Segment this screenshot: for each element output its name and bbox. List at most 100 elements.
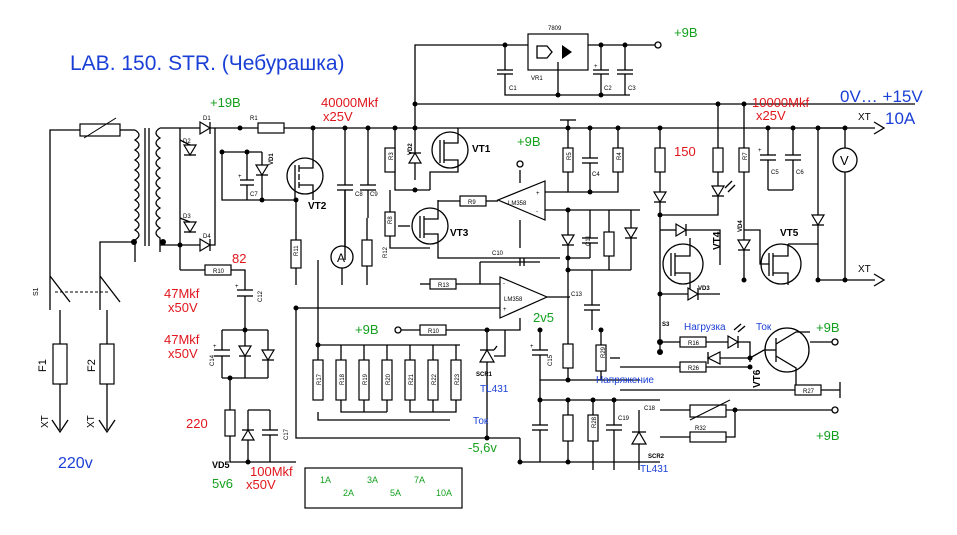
range-2a[interactable]: 2A: [343, 488, 354, 498]
c12-label: C12: [258, 290, 264, 302]
vt6-label: VT6: [752, 369, 763, 388]
cap-40000-voltage: x25V: [323, 109, 353, 124]
vd3-label: VD3: [698, 286, 710, 292]
resistor-r1: [257, 122, 285, 134]
junction-dots: [177, 42, 848, 465]
r27-label: R27: [803, 389, 815, 395]
vt2-label: VT2: [308, 201, 327, 212]
resistor-r12: [361, 239, 373, 267]
svg-text:D4: D4: [203, 234, 211, 240]
resistor-r31: [689, 431, 727, 443]
c6-label: C6: [796, 170, 804, 176]
vd1-zener: VD1: [222, 151, 275, 200]
vt3-label: VT3: [450, 228, 469, 239]
r10-label: R10: [213, 269, 225, 275]
c1-label: C1: [509, 86, 517, 92]
s3-label: S3: [662, 322, 670, 328]
scr2-label: SCR2: [648, 454, 665, 460]
res-150-value: 150: [674, 144, 696, 159]
transistor-vt4: VT4: [662, 231, 723, 290]
range-selector[interactable]: 1A 3A 7A 2A 5A 10A: [304, 467, 463, 509]
tl431-1-label: TL431: [480, 384, 509, 395]
cap-100-voltage: x50V: [246, 477, 276, 492]
svg-text:D1: D1: [203, 116, 211, 122]
c5-label: C5: [771, 170, 779, 176]
vt1-label: VT1: [472, 144, 491, 155]
resistor-r220: [224, 409, 236, 437]
output-current: 10A: [885, 109, 916, 128]
transistor-vt1: VT1: [429, 128, 491, 190]
r4-label: R4: [617, 152, 623, 160]
shunt-r20: R20: [386, 373, 392, 385]
range-3a[interactable]: 3A: [367, 475, 378, 485]
svg-text:-: -: [503, 281, 505, 287]
capacitor-c8: C8: [337, 128, 363, 260]
c9-label: C9: [370, 192, 378, 198]
capacitor-c7: + C7: [238, 152, 258, 200]
regulator-label: 7809: [548, 26, 562, 32]
transistor-vt5: VT5: [760, 228, 802, 285]
rail-9v-left: +9B: [355, 322, 379, 337]
vt4-label: VT4: [712, 231, 723, 250]
range-7a[interactable]: 7A: [414, 475, 425, 485]
c11-label: C11: [586, 235, 592, 246]
fuse-f1-label: F1: [37, 359, 49, 372]
transistor-vt3: VT3: [411, 200, 469, 250]
range-1a[interactable]: 1A: [320, 475, 331, 485]
svg-text:D3: D3: [183, 214, 191, 220]
capacitor-c4: C4: [582, 128, 600, 192]
vt5-label: VT5: [780, 228, 799, 239]
fuse-f2: [99, 343, 115, 385]
c10-label: C10: [492, 251, 504, 257]
vd4-label: VD4: [738, 220, 744, 232]
r5-label: R5: [567, 152, 573, 160]
shunt-r18: R18: [340, 373, 346, 385]
range-5a[interactable]: 5A: [390, 488, 401, 498]
tl431-2-label: TL431: [640, 464, 669, 475]
r12-label: R12: [383, 246, 389, 258]
capacitor-c15: + C15: [530, 344, 554, 366]
capacitor-c11: C11: [582, 210, 598, 258]
svg-text:+: +: [594, 64, 598, 70]
mains-input: S1 F1 F2 XT XT 220v: [33, 117, 135, 472]
r29-label: R29: [601, 346, 607, 358]
label-tok: Ток: [473, 416, 489, 427]
xt-mains-2: XT: [86, 415, 97, 428]
r13-label: R13: [438, 283, 450, 289]
r10b-label: R10: [428, 329, 440, 335]
vr1-label: VR1: [531, 76, 543, 82]
cap-100-value: 100Mkf: [250, 464, 293, 479]
scr1-label: SCR1: [476, 372, 493, 378]
r26-label: R26: [688, 366, 700, 372]
shunt-bank: R17 R18 R19 R20 R21 R22 R23: [312, 359, 462, 401]
rail-9v-mid: +9B: [517, 134, 541, 149]
ammeter-label: A: [337, 251, 345, 265]
c18-label: C18: [644, 406, 656, 412]
cap-10000-voltage: x25V: [756, 108, 786, 123]
capacitor-c19: C19: [606, 400, 630, 470]
schematic-title: LAB. 150. STR. (Чебурашка): [70, 52, 345, 75]
voltmeter: V: [832, 128, 858, 280]
resistor-r30: [562, 414, 574, 442]
xt-output-bottom: XT: [858, 264, 871, 275]
shunt-r23: R23: [455, 373, 461, 385]
lm358-bottom-label: LM358: [504, 297, 523, 303]
resistor-r27-left: [562, 343, 574, 369]
range-10a[interactable]: 10A: [436, 488, 452, 498]
r1-label: R1: [250, 116, 258, 122]
output-range: 0V… +15V: [840, 87, 923, 106]
c7-label: C7: [250, 192, 258, 198]
mains-voltage: 220v: [58, 455, 93, 472]
vd5-label: VD5: [212, 460, 230, 470]
svg-text:+: +: [238, 174, 242, 180]
c13-label: C13: [571, 292, 583, 298]
capacitor-c9: C9: [360, 128, 378, 218]
c2-label: C2: [604, 86, 612, 92]
c3-label: C3: [628, 86, 636, 92]
cap-10000-value: 10000Mkf: [752, 95, 809, 110]
rail-9v-top: +9B: [674, 25, 698, 40]
rail-9v-bottom: +9B: [816, 428, 840, 443]
svg-text:-: -: [536, 209, 538, 215]
xt-mains-1: XT: [40, 415, 51, 428]
cap-47b-voltage: x50V: [168, 346, 198, 361]
